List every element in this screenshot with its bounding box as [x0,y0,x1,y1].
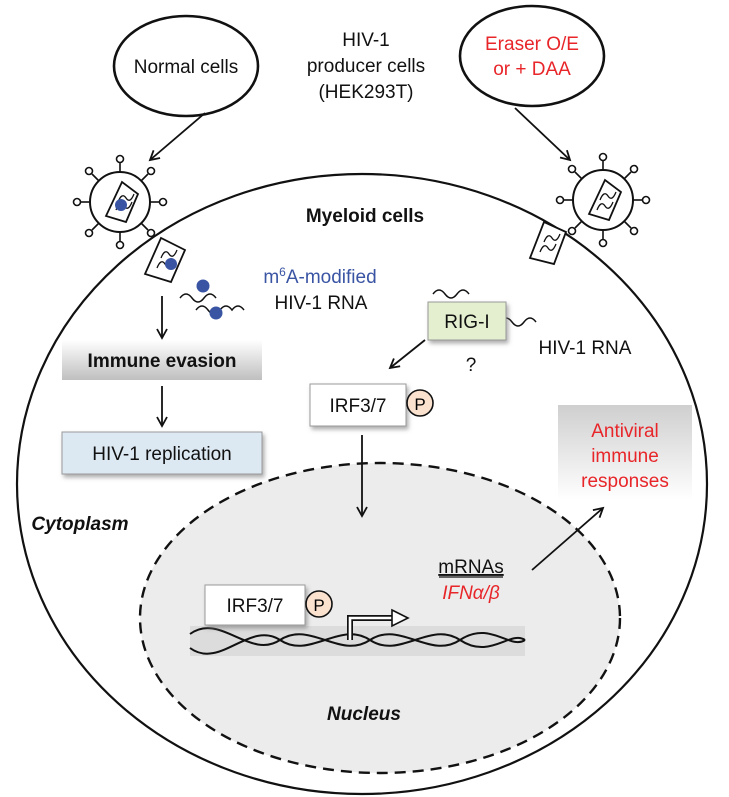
capsid-left-icon [143,236,187,284]
arrow-normal-to-virus [148,112,206,162]
phospho-nuc-label: P [313,596,324,615]
producer-line3: (HEK293T) [318,82,413,103]
arrow-to-antiviral [531,506,605,571]
irf-nuc-label: IRF3/7 [226,596,283,617]
mrnas-label: mRNAs [438,557,503,578]
rig-i-label: RIG-I [444,312,489,333]
irf-cyto-box [309,383,407,427]
rig-i-box [427,301,507,341]
producer-line2: producer cells [307,56,425,77]
m6a-label-line2: HIV-1 RNA [275,293,368,314]
virion-right-icon [555,152,651,248]
myeloid-cell-membrane [15,172,709,796]
m6a-rna-icon [179,279,245,320]
phospho-cyto-label: P [414,395,425,414]
phospho-cyto-icon [406,389,434,417]
irf-cyto-label: IRF3/7 [329,396,386,417]
m6a-rest: A-modified [286,267,377,288]
normal-cells-label: Normal cells [134,57,239,78]
antiviral-line2: immune [591,446,659,467]
hiv-replication-box [61,431,263,475]
normal-cells-oval [112,14,260,118]
irf-nuc-box [204,584,306,626]
antiviral-line3: responses [581,471,669,492]
nucleus-label: Nucleus [327,704,401,725]
question-mark: ? [466,355,477,376]
virion-left-icon [72,154,168,250]
arrow-rig-to-irf [388,339,426,370]
m6a-m: m [263,267,279,288]
eraser-label-line2: or + DAA [493,59,571,80]
eraser-oval [458,4,606,108]
m6a-label-line1: m6A-modified [263,265,376,288]
myeloid-cells-label: Myeloid cells [306,206,424,227]
antiviral-box [558,405,692,500]
phospho-nuc-icon [305,590,333,618]
transcription-start-icon [347,608,410,640]
antiviral-line1: Antiviral [591,421,659,442]
producer-line1: HIV-1 [342,30,390,51]
hiv-rna-right-label: HIV-1 RNA [539,338,632,359]
dna-helix-icon [189,626,526,656]
eraser-label-line1: Eraser O/E [485,34,579,55]
capsid-right-icon [528,220,568,266]
ifn-label: IFNα/β [442,583,500,604]
immune-evasion-label: Immune evasion [88,351,237,372]
arrow-eraser-to-virus [514,107,572,162]
m6a-sup: 6 [279,265,286,279]
hiv-replication-label: HIV-1 replication [92,444,231,465]
cytoplasm-label: Cytoplasm [31,514,128,535]
immune-evasion-box [62,340,262,380]
